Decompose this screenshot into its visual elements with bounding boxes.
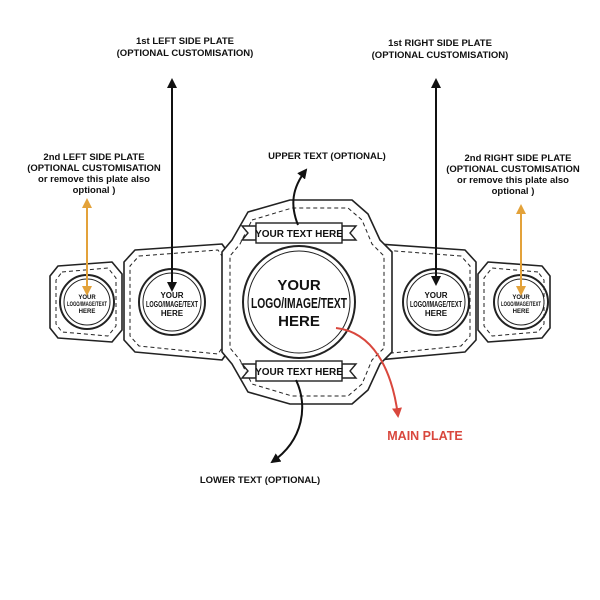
right-plate-2-label-line2: (OPTIONAL CUSTOMISATION [446,164,580,175]
upper-text-label: UPPER TEXT (OPTIONAL) [268,151,386,162]
left-plate-2-circle-line1: YOUR [78,295,96,301]
main-plate [221,199,393,405]
left-plate-2-circle-line2: LOGO/IMAGE/TEXT [67,302,107,308]
right-plate-2-circle-line1: YOUR [512,295,530,301]
right-plate-1-circle-line1: YOUR [424,291,447,300]
arrows [82,78,526,464]
main-circle-line3: HERE [278,313,320,330]
upper-banner [240,222,358,244]
upper-banner-text: YOUR TEXT HERE [255,229,343,240]
lower-text-arrow [270,379,304,464]
lower-banner [240,360,358,382]
right-plate-1-circle-line2: LOGO/IMAGE/TEXT [410,300,462,309]
right-plate-2-circle-line2: LOGO/IMAGE/TEXT [501,302,541,308]
main-logo-circle-inner [247,250,351,354]
left-plate-2-circle-line3: HERE [79,309,96,315]
upper-banner-body [255,222,343,244]
left-plate-1-circle-line1: YOUR [160,291,183,300]
main-circle-line2: LOGO/IMAGE/TEXT [251,295,347,312]
left-plate-1-label-line2: (OPTIONAL CUSTOMISATION) [117,48,254,59]
lower-banner-text: YOUR TEXT HERE [255,367,343,378]
main-logo-circle-outer [242,245,356,359]
left-plate-2-label-line4: optional ) [73,185,116,196]
left-plate-2-label-line1: 2nd LEFT SIDE PLATE [43,152,144,163]
main-circle-line1: YOUR [277,277,321,294]
lower-banner-body [255,360,343,382]
main-plate-arrow [335,327,402,418]
upper-text-arrow [292,168,308,226]
right-plate-1-label-line2: (OPTIONAL CUSTOMISATION) [372,50,509,61]
main-plate-stitch [229,207,385,397]
main-plate-label: MAIN PLATE [387,429,462,443]
left-plate-1-label-line1: 1st LEFT SIDE PLATE [136,36,234,47]
right-plate-2-label-line4: optional ) [492,186,535,197]
left-plate-2-label-line3: or remove this plate also [38,174,150,185]
right-side-plate-2-stitch [483,267,545,337]
left-side-plate-2-stitch [55,267,117,337]
right-plate-1-label-line1: 1st RIGHT SIDE PLATE [388,38,492,49]
right-plate-2-label-line1: 2nd RIGHT SIDE PLATE [465,153,572,164]
left-plate-1-circle-line2: LOGO/IMAGE/TEXT [146,300,198,309]
right-plate-2-circle-line3: HERE [513,309,530,315]
right-plate-2-label-line3: or remove this plate also [457,175,569,186]
lower-text-label: LOWER TEXT (OPTIONAL) [200,475,320,486]
left-plate-2-label-line2: (OPTIONAL CUSTOMISATION [27,163,161,174]
right-plate-1-circle-line3: HERE [425,309,448,318]
left-plate-1-circle-line3: HERE [161,309,184,318]
left-side-plate-1-stitch [129,249,227,355]
